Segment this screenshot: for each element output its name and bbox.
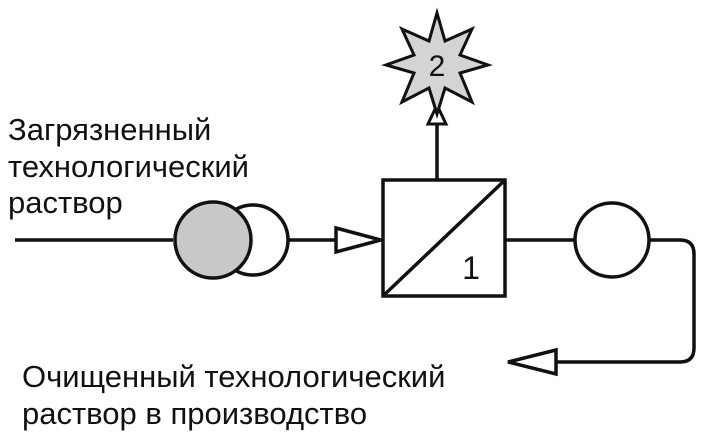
output-label-line1: Очищенный технологический [22, 359, 445, 394]
emission-number: 2 [429, 50, 446, 83]
unit-diagonal [381, 178, 507, 298]
emission-star [381, 7, 493, 120]
input-label-line3: раствор [8, 185, 123, 220]
input-label-line2: технологический [8, 149, 249, 184]
output-label-line2: раствор в производство [22, 396, 367, 431]
filled-circle [173, 200, 253, 280]
return-line [553, 238, 696, 364]
input-label-line1: Загрязненный [8, 112, 211, 147]
return-arrowhead [507, 347, 558, 377]
feed-arrowhead [334, 225, 388, 255]
outlet-circle [573, 201, 651, 279]
unit-number: 1 [462, 250, 480, 286]
